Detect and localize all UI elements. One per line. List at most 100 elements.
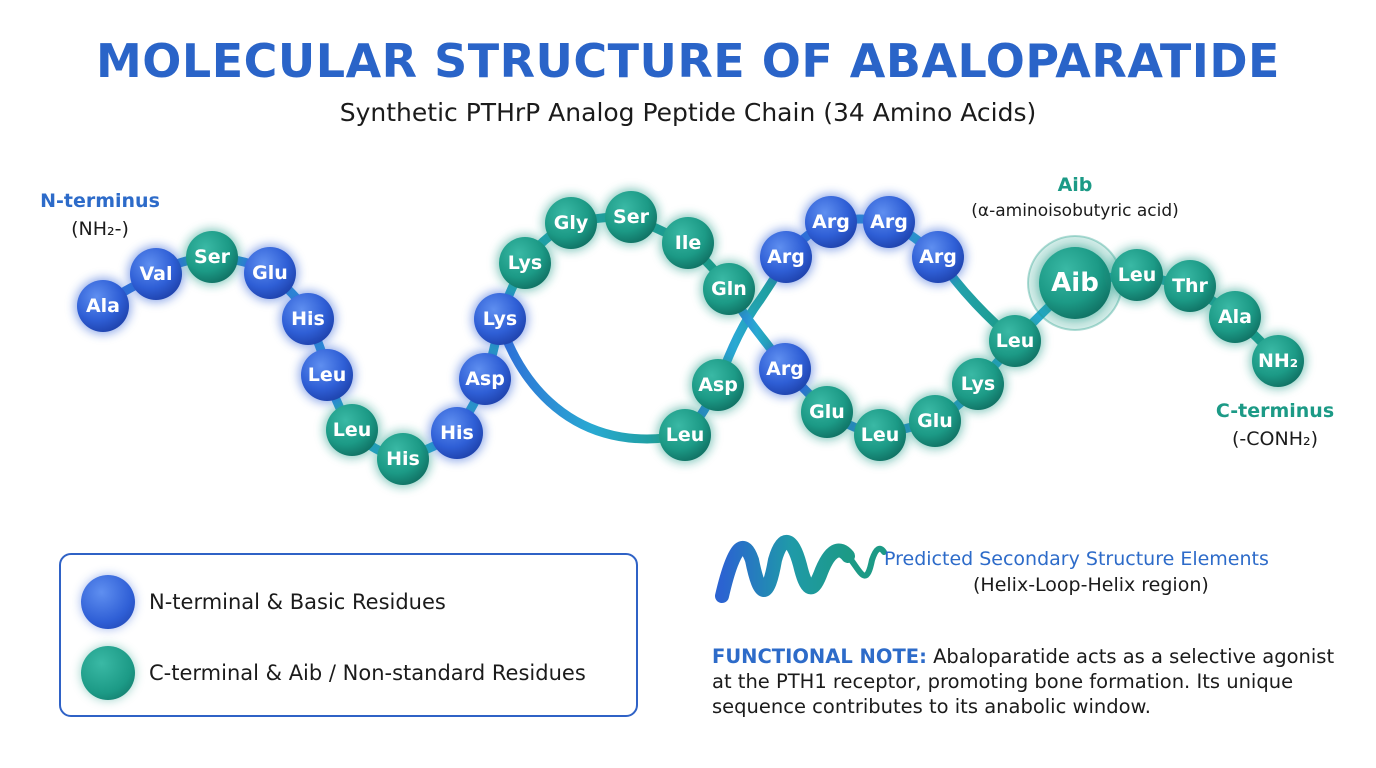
residue-17: Asp [690, 357, 746, 413]
residue-bead [605, 191, 657, 243]
residue-bead [912, 231, 964, 283]
page-title: MOLECULAR STRUCTURE OF ABALOPARATIDE [96, 34, 1280, 88]
residue-bead [474, 293, 526, 345]
residue-bead [703, 263, 755, 315]
residue-label: Ser [194, 246, 231, 268]
residue-26: Glu [907, 393, 963, 449]
residue-bead [282, 293, 334, 345]
residue-5: His [280, 291, 336, 347]
residue-label: Aib [1051, 268, 1099, 298]
residue-bead [759, 343, 811, 395]
residue-bead [1209, 291, 1261, 343]
residue-label: Val [140, 263, 173, 285]
residue-label: Thr [1172, 275, 1208, 297]
residue-25: Leu [852, 407, 908, 463]
residue-label: Ile [675, 232, 701, 254]
residue-label: His [386, 448, 420, 470]
residue-bead [459, 353, 511, 405]
residue-label: Leu [996, 330, 1035, 352]
residue-10: Asp [457, 351, 513, 407]
residue-label: NH₂ [1258, 350, 1298, 372]
residue-label: Asp [698, 374, 738, 396]
residue-label: Ser [613, 206, 650, 228]
residue-6: Leu [299, 347, 355, 403]
residue-2: Val [128, 246, 184, 302]
residue-32: Ala [1207, 289, 1263, 345]
residue-bead [301, 349, 353, 401]
residue-label: Arg [870, 211, 908, 233]
residue-29: Aib [1037, 245, 1113, 321]
residue-13: Gly [543, 195, 599, 251]
residue-label: Leu [861, 424, 900, 446]
residue-bead [130, 248, 182, 300]
residue-bead [662, 217, 714, 269]
residue-bead [989, 315, 1041, 367]
functional-note-text: Abaloparatide acts as a selective agonis… [712, 645, 1335, 718]
backbone-segment-2 [495, 314, 690, 444]
residue-bead [431, 407, 483, 459]
residue-23: Arg [757, 341, 813, 397]
functional-note-lead: FUNCTIONAL NOTE: [712, 645, 927, 668]
residue-1: Ala [75, 278, 131, 334]
legend-label-blue: N-terminal & Basic Residues [149, 590, 446, 614]
residue-label: Arg [767, 246, 805, 268]
residue-33: NH₂ [1250, 333, 1306, 389]
residue-label: Ala [1218, 306, 1252, 328]
residue-20: Arg [803, 194, 859, 250]
residue-bead [854, 409, 906, 461]
residue-label: Asp [465, 368, 505, 390]
residue-27: Lys [950, 356, 1006, 412]
n-terminus-note: (NH₂-) [71, 218, 129, 240]
residue-label: Glu [252, 262, 288, 284]
residue-bead [692, 359, 744, 411]
residue-4: Glu [242, 245, 298, 301]
residue-label: Arg [766, 358, 804, 380]
residue-label: Ala [86, 295, 120, 317]
residue-bead [909, 395, 961, 447]
residue-bead [186, 231, 238, 283]
residue-bead [805, 196, 857, 248]
c-terminus-label: C-terminus [1215, 400, 1335, 422]
residue-3: Ser [184, 229, 240, 285]
residue-28: Leu [987, 313, 1043, 369]
residue-31: Thr [1162, 258, 1218, 314]
residue-14: Ser [603, 189, 659, 245]
legend-swatch-blue [81, 575, 135, 629]
residue-19: Arg [758, 229, 814, 285]
residue-bead [499, 237, 551, 289]
residue-11: Lys [472, 291, 528, 347]
residue-bead [1164, 260, 1216, 312]
residue-18: Leu [657, 407, 713, 463]
residue-24: Glu [799, 384, 855, 440]
aib-callout-note: (α-aminoisobutyric acid) [971, 201, 1179, 221]
residue-bead [952, 358, 1004, 410]
residue-12: Lys [497, 235, 553, 291]
residue-bead [1111, 249, 1163, 301]
residue-bead [77, 280, 129, 332]
residue-label: Lys [961, 373, 996, 395]
aib-callout-label: Aib [1057, 174, 1093, 196]
n-terminus-label: N-terminus [40, 190, 160, 212]
residue-bead [1039, 247, 1111, 319]
page-subtitle: Synthetic PTHrP Analog Peptide Chain (34… [339, 98, 1037, 127]
residue-label: Gly [554, 212, 589, 234]
residue-label: Lys [508, 252, 543, 274]
residue-label: Leu [333, 419, 372, 441]
legend: N-terminal & Basic Residues C-terminal &… [59, 553, 638, 717]
residue-bead [545, 197, 597, 249]
residue-label: Leu [308, 364, 347, 386]
residue-bead [377, 433, 429, 485]
residue-15: Ile [660, 215, 716, 271]
residue-bead [760, 231, 812, 283]
residue-bead [801, 386, 853, 438]
helix-loop-helix-icon [715, 534, 887, 603]
residue-label: Lys [483, 308, 518, 330]
residue-label: Glu [809, 401, 845, 423]
functional-note: FUNCTIONAL NOTE: Abaloparatide acts as a… [712, 644, 1352, 719]
residue-16: Gln [701, 261, 757, 317]
residue-label: Arg [812, 211, 850, 233]
secondary-structure-title: Predicted Secondary Structure Elements [884, 548, 1269, 570]
legend-label-teal: C-terminal & Aib / Non-standard Residues [149, 661, 586, 685]
